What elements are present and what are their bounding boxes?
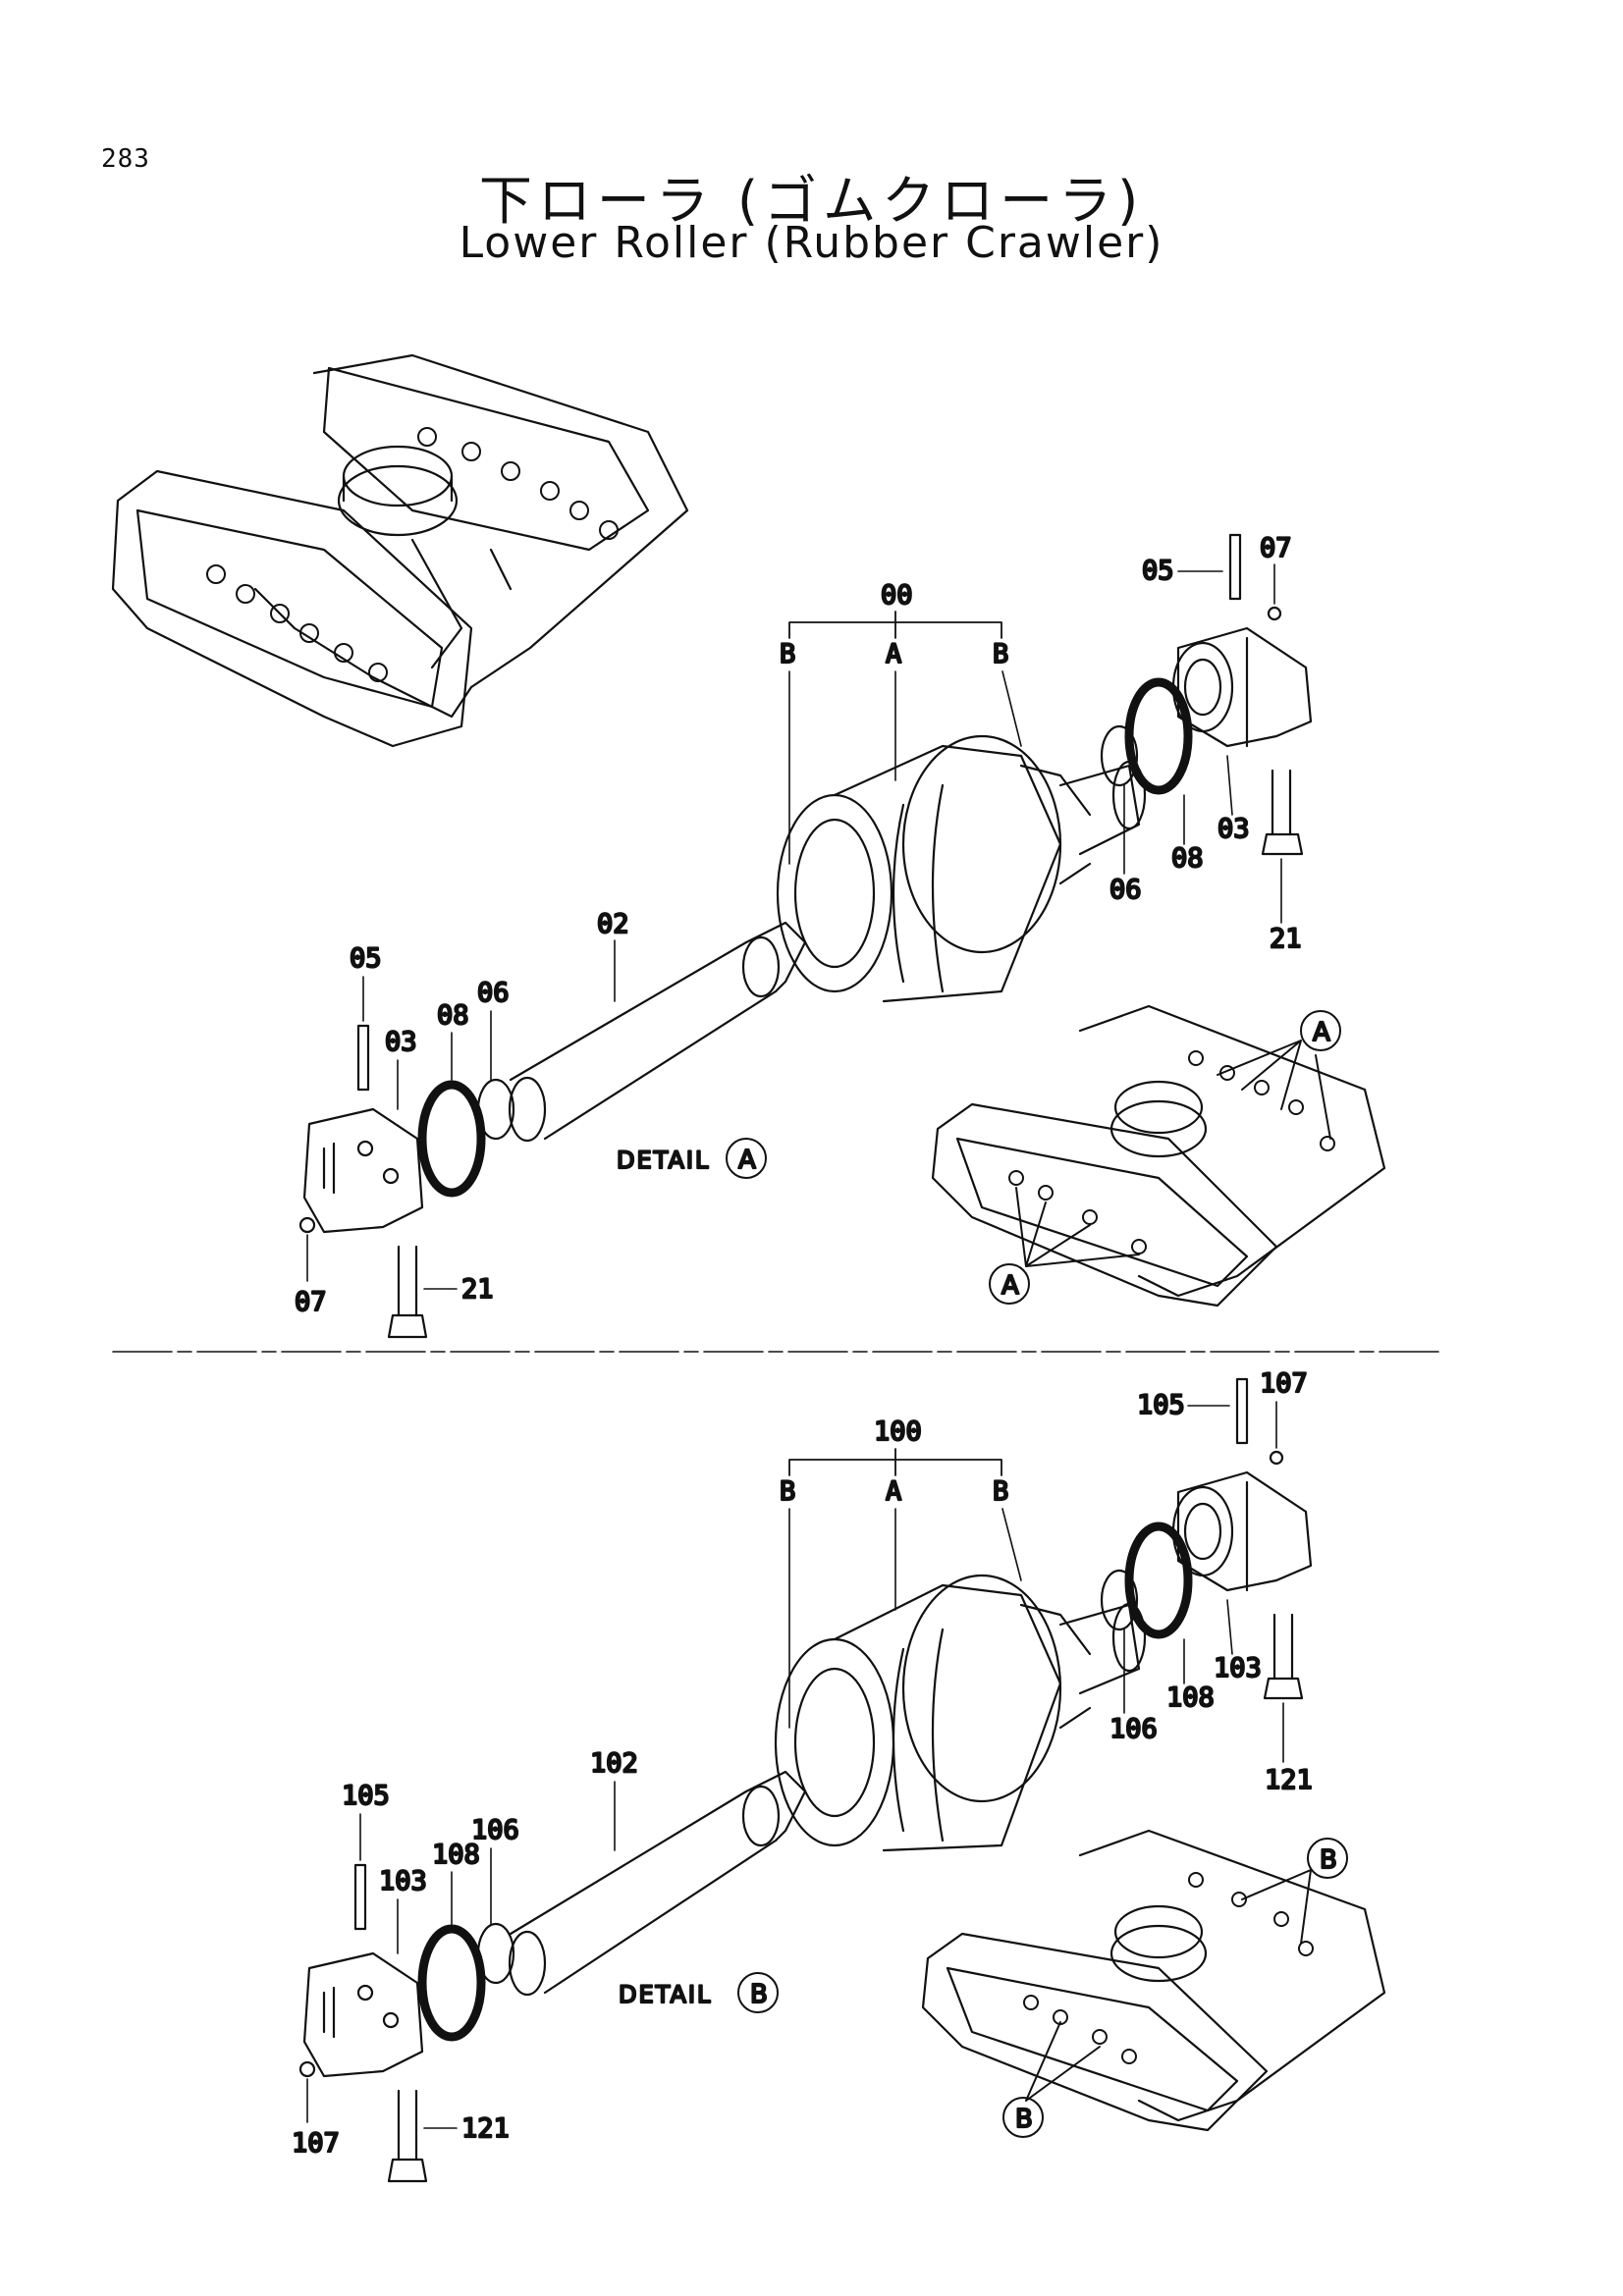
housing-left-103 xyxy=(302,1951,424,2078)
label-plug-right-07: 07 xyxy=(1260,533,1292,563)
label-b-flange-left: B xyxy=(780,1476,795,1507)
label-ring-left-06: 06 xyxy=(477,978,510,1008)
pin-left-05 xyxy=(356,1024,370,1092)
label-bolt-left-121: 121 xyxy=(461,2113,510,2144)
label-bolt-left-21: 21 xyxy=(461,1274,494,1305)
pin-right-05 xyxy=(1228,533,1242,601)
label-ring-right-06: 06 xyxy=(1109,875,1142,905)
label-plug-left-107: 107 xyxy=(292,2128,340,2159)
detail-a-letter: A xyxy=(738,1146,756,1175)
label-b-center: A xyxy=(886,1476,901,1507)
label-housing-right-03: 03 xyxy=(1217,814,1250,844)
crawler-frame-detail-b xyxy=(921,1829,1386,2138)
seal-left-108 xyxy=(417,1924,486,2042)
label-ring-left-106: 106 xyxy=(471,1815,519,1845)
bolt-left-21 xyxy=(387,1245,428,1339)
ring-right-06 xyxy=(1100,724,1139,787)
housing-left-03 xyxy=(302,1107,424,1234)
label-shaft-102: 102 xyxy=(590,1748,638,1779)
ring-left-106 xyxy=(476,1922,515,1985)
page-number: 283 xyxy=(101,144,150,174)
detail-a-circle xyxy=(726,1138,767,1179)
title-japanese: 下ローラ (ゴムクローラ) xyxy=(478,170,1145,232)
label-housing-right-103: 103 xyxy=(1214,1653,1262,1683)
roller-body-b xyxy=(774,1574,1147,1852)
label-b-flange-right: B xyxy=(993,1476,1008,1507)
label-seal-right-108: 108 xyxy=(1166,1682,1215,1713)
shaft-02 xyxy=(508,921,807,1143)
detail-a-text: DETAIL xyxy=(617,1147,710,1174)
plug-right-107 xyxy=(1269,1450,1284,1466)
callout-b-upper-letter: B xyxy=(1320,1845,1337,1875)
crawler-frame-overview-top xyxy=(111,353,689,748)
bolt-right-121 xyxy=(1263,1613,1304,1700)
shaft-102 xyxy=(508,1770,807,1997)
label-plug-left-07: 07 xyxy=(295,1287,327,1317)
plug-left-07 xyxy=(298,1216,316,1234)
callout-a-upper xyxy=(1300,1010,1341,1051)
ring-left-06 xyxy=(476,1078,515,1141)
label-bolt-right-121: 121 xyxy=(1265,1765,1313,1795)
label-seal-right-08: 08 xyxy=(1171,843,1204,874)
label-seal-left-108: 108 xyxy=(432,1840,480,1870)
detail-b-letter: B xyxy=(750,1980,768,2009)
callout-a-lower xyxy=(989,1263,1030,1305)
bolt-right-21 xyxy=(1261,769,1304,856)
label-pin-left-105: 105 xyxy=(342,1781,390,1811)
label-seal-left-08: 08 xyxy=(437,1000,469,1031)
label-pin-right-105: 105 xyxy=(1137,1390,1185,1420)
callout-b-lower xyxy=(1002,2097,1044,2138)
seal-right-08 xyxy=(1124,677,1193,795)
housing-right-103 xyxy=(1171,1470,1313,1592)
label-housing-left-103: 103 xyxy=(379,1866,427,1896)
label-pin-right-05: 05 xyxy=(1142,556,1174,586)
label-shaft-02: 02 xyxy=(597,909,629,939)
callout-a-upper-letter: A xyxy=(1313,1018,1330,1047)
plug-right-07 xyxy=(1267,606,1282,621)
detail-b-circle xyxy=(737,1972,779,2013)
callout-a-lower-letter: A xyxy=(1001,1271,1019,1301)
housing-right-03 xyxy=(1171,626,1313,748)
label-ring-right-106: 106 xyxy=(1109,1714,1158,1744)
callout-b-lower-letter: B xyxy=(1015,2105,1033,2134)
seal-right-108 xyxy=(1124,1522,1193,1639)
ring-right-106 xyxy=(1100,1569,1139,1631)
label-housing-left-03: 03 xyxy=(385,1027,417,1057)
title-english: Lower Roller (Rubber Crawler) xyxy=(459,218,1164,268)
label-a-flange-left: B xyxy=(780,639,795,669)
detail-b-text: DETAIL xyxy=(619,1981,712,2008)
assembly-b: 100 B A B 102 10 xyxy=(291,1367,1386,2183)
label-plug-right-107: 107 xyxy=(1260,1368,1308,1399)
label-group-100: 100 xyxy=(874,1416,922,1447)
roller-body-a xyxy=(776,734,1147,1003)
label-a-flange-right: B xyxy=(993,639,1008,669)
pin-left-105 xyxy=(353,1863,367,1931)
label-group-00: 00 xyxy=(881,580,913,611)
callout-b-upper xyxy=(1307,1838,1348,1879)
plug-left-107 xyxy=(298,2060,316,2078)
label-pin-left-05: 05 xyxy=(350,943,382,974)
bolt-left-121 xyxy=(387,2089,428,2183)
label-bolt-right-21: 21 xyxy=(1270,924,1302,954)
crawler-frame-detail-a xyxy=(931,1004,1386,1308)
seal-left-08 xyxy=(417,1080,486,1198)
pin-right-105 xyxy=(1235,1377,1249,1445)
assembly-a: 00 B A B 02 xyxy=(294,532,1386,1339)
label-a-center: A xyxy=(886,639,901,669)
